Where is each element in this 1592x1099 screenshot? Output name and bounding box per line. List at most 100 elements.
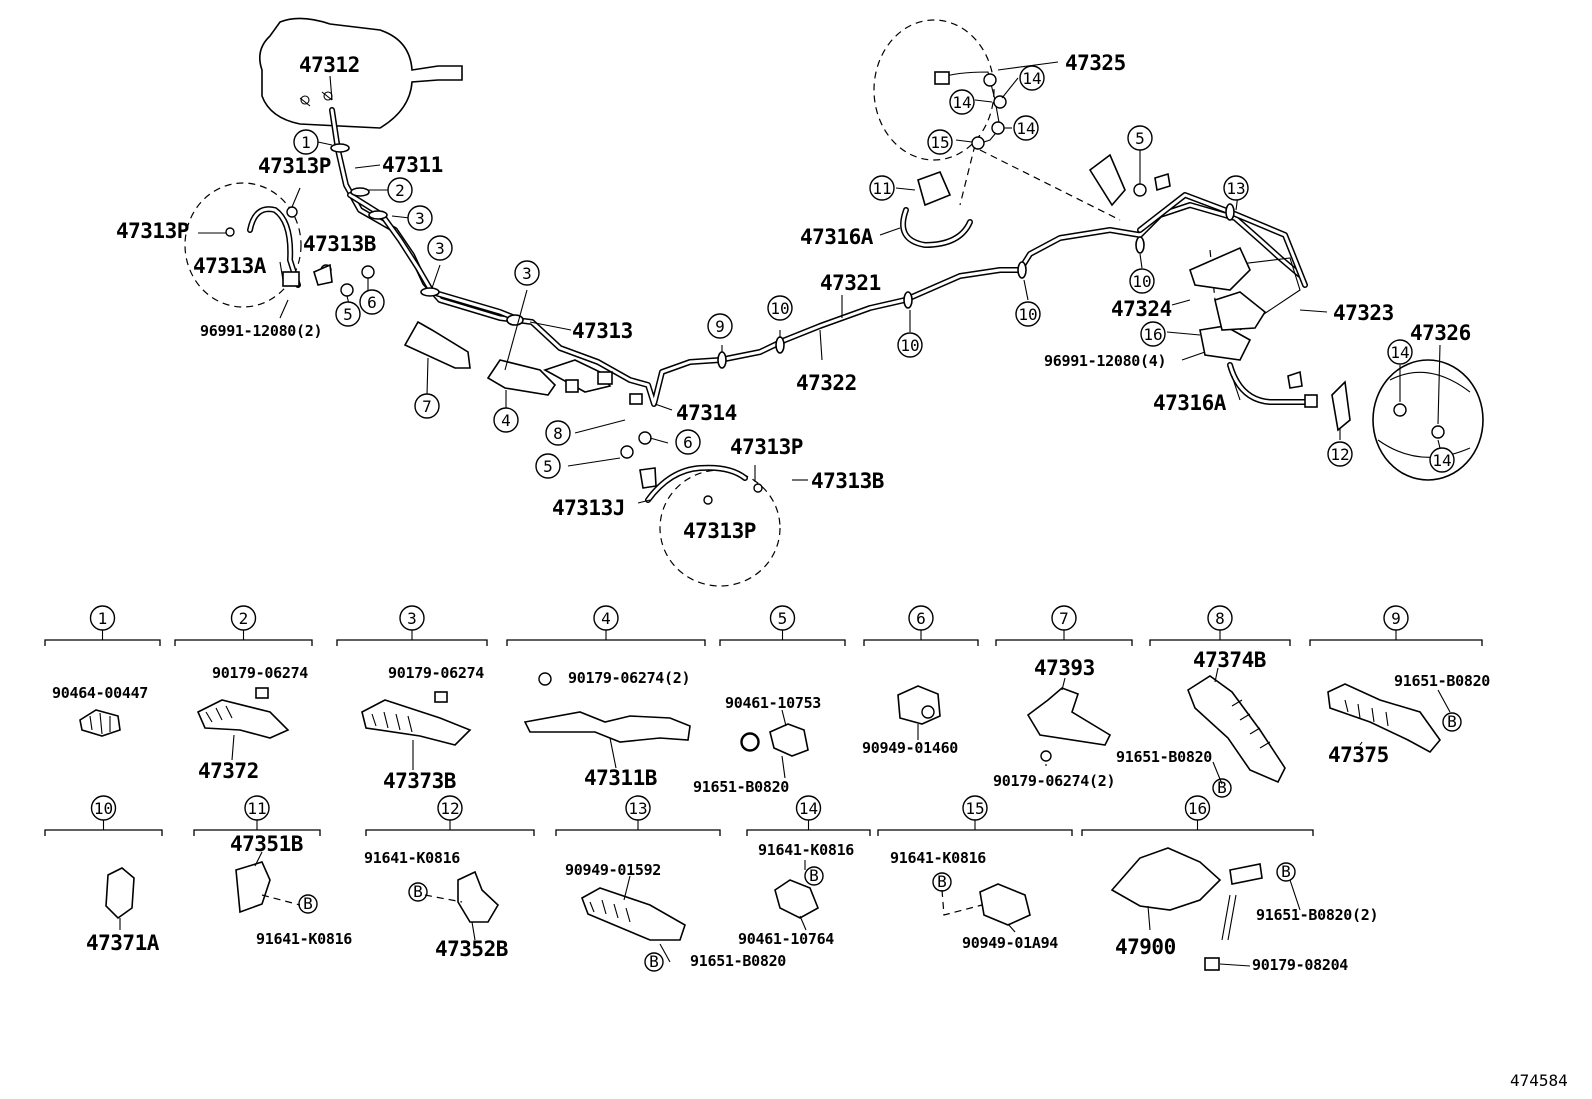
- svg-text:4: 4: [501, 411, 511, 430]
- label-47313P-d: 47313P: [683, 519, 756, 543]
- legend-part-number: 91651-B0820: [1394, 672, 1490, 690]
- legend-part-number: 90461-10753: [725, 694, 821, 712]
- bolt-marker-icon: B: [1442, 712, 1462, 732]
- ref-circle-14: 14: [1429, 447, 1455, 473]
- svg-text:B: B: [1217, 778, 1227, 797]
- svg-text:8: 8: [1215, 609, 1225, 628]
- legend-part-number: 91651-B0820: [1116, 748, 1212, 766]
- legend-ref-circle: 9: [1383, 605, 1409, 640]
- bolt-marker-icon: B: [1276, 862, 1296, 882]
- legend-part-number: 47351B: [230, 832, 303, 856]
- legend-group-2: 2 90179-06274 47372: [174, 605, 313, 783]
- svg-text:13: 13: [1226, 179, 1245, 198]
- ref-circle-3: 3: [407, 205, 433, 231]
- ref-circle-14: 14: [1387, 339, 1413, 365]
- svg-text:3: 3: [407, 609, 417, 628]
- svg-text:5: 5: [1135, 129, 1145, 148]
- svg-text:9: 9: [1391, 609, 1401, 628]
- label-47312: 47312: [299, 53, 360, 77]
- legend-ref-circle: 3: [399, 605, 425, 640]
- svg-text:2: 2: [239, 609, 249, 628]
- ref-circle-10: 10: [767, 295, 793, 321]
- ref-circle-4: 4: [493, 407, 519, 433]
- legend-part-number: 90179-06274(2): [568, 669, 690, 687]
- legend-part-number: 90464-00447: [52, 684, 148, 702]
- svg-text:10: 10: [94, 799, 113, 818]
- ref-circle-10: 10: [897, 332, 923, 358]
- legend-part-number: 47352B: [435, 937, 508, 961]
- svg-text:7: 7: [422, 397, 432, 416]
- svg-text:10: 10: [1018, 305, 1037, 324]
- legend-part-number: 47372: [198, 759, 259, 783]
- ref-circle-1: 1: [293, 129, 319, 155]
- ref-circle-2: 2: [387, 177, 413, 203]
- master-cylinder-icon: [259, 17, 463, 129]
- svg-text:5: 5: [778, 609, 788, 628]
- upper-callouts: 47312 47311 47313P 47313P 47313B 47313A …: [116, 51, 1471, 543]
- label-47316A-a: 47316A: [800, 225, 874, 249]
- legend-leaders: [119, 667, 1451, 967]
- legend-ref-circle: 8: [1207, 605, 1233, 640]
- legend-ref-circle: 15: [962, 795, 988, 830]
- ref-circle-8: 8: [545, 420, 571, 446]
- leader-lines: [198, 61, 1441, 504]
- legend-group-1: 1 90464-00447: [44, 605, 161, 702]
- svg-text:13: 13: [628, 799, 647, 818]
- legend-part-number: 47371A: [86, 931, 160, 955]
- bolt-marker-icon: B: [298, 894, 318, 914]
- legend-ref-circle: 11: [244, 795, 270, 830]
- legend-part-number: 91641-K0816: [364, 849, 460, 867]
- legend-part-number: 47373B: [383, 769, 456, 793]
- front-left-wheel-outline: [184, 182, 302, 308]
- svg-text:6: 6: [916, 609, 926, 628]
- ref-circle-12: 12: [1327, 441, 1353, 467]
- legend-part-sketches: [79, 672, 1442, 971]
- svg-text:2: 2: [395, 181, 405, 200]
- legend-part-number: 47374B: [1193, 648, 1266, 672]
- ref-circle-6: 6: [359, 289, 385, 315]
- legend-ref-circle: 10: [90, 795, 117, 830]
- legend-ref-circle: 4: [593, 605, 619, 640]
- svg-text:9: 9: [715, 317, 725, 336]
- bolt-marker-icon: B: [408, 882, 428, 902]
- legend-part-number: 90461-10764: [738, 930, 834, 948]
- legend-group-3: 3 90179-06274 47373B: [336, 605, 488, 793]
- legend-part-number: 91651-B0820(2): [1256, 906, 1378, 924]
- svg-text:1: 1: [98, 609, 108, 628]
- ref-circle-9: 9: [707, 313, 733, 339]
- label-47313J: 47313J: [552, 496, 625, 520]
- svg-text:16: 16: [1143, 325, 1162, 344]
- ref-circle-14: 14: [949, 89, 975, 115]
- legend-group-8: 8 47374B 91651-B0820: [1116, 605, 1291, 766]
- legend-part-number: 90179-06274: [212, 664, 308, 682]
- svg-text:3: 3: [522, 264, 532, 283]
- svg-text:14: 14: [952, 93, 971, 112]
- legend-group-10: 10 47371A: [44, 795, 163, 955]
- ref-circle-3: 3: [427, 235, 453, 261]
- svg-text:12: 12: [440, 799, 459, 818]
- ref-circle-7: 7: [414, 393, 440, 419]
- legend-part-number: 90179-08204: [1252, 956, 1348, 974]
- label-47313P-c: 47313P: [730, 435, 803, 459]
- legend-part-number: 90179-06274: [388, 664, 484, 682]
- bolt-marker-icon: B: [932, 872, 952, 892]
- ref-circle-14: 14: [1019, 65, 1045, 91]
- legend-ref-circle: 1: [89, 605, 116, 640]
- svg-text:3: 3: [415, 209, 425, 228]
- label-47313B-b: 47313B: [811, 469, 884, 493]
- legend-part-number: 90949-01A94: [962, 934, 1058, 952]
- legend-ref-circle: 2: [230, 605, 257, 640]
- label-47313B-a: 47313B: [303, 232, 376, 256]
- ref-circle-5: 5: [335, 301, 361, 327]
- svg-text:B: B: [937, 872, 947, 891]
- label-96991-a: 96991-12080(2): [200, 322, 322, 340]
- label-47313P-b: 47313P: [116, 219, 189, 243]
- label-47313A: 47313A: [193, 254, 267, 278]
